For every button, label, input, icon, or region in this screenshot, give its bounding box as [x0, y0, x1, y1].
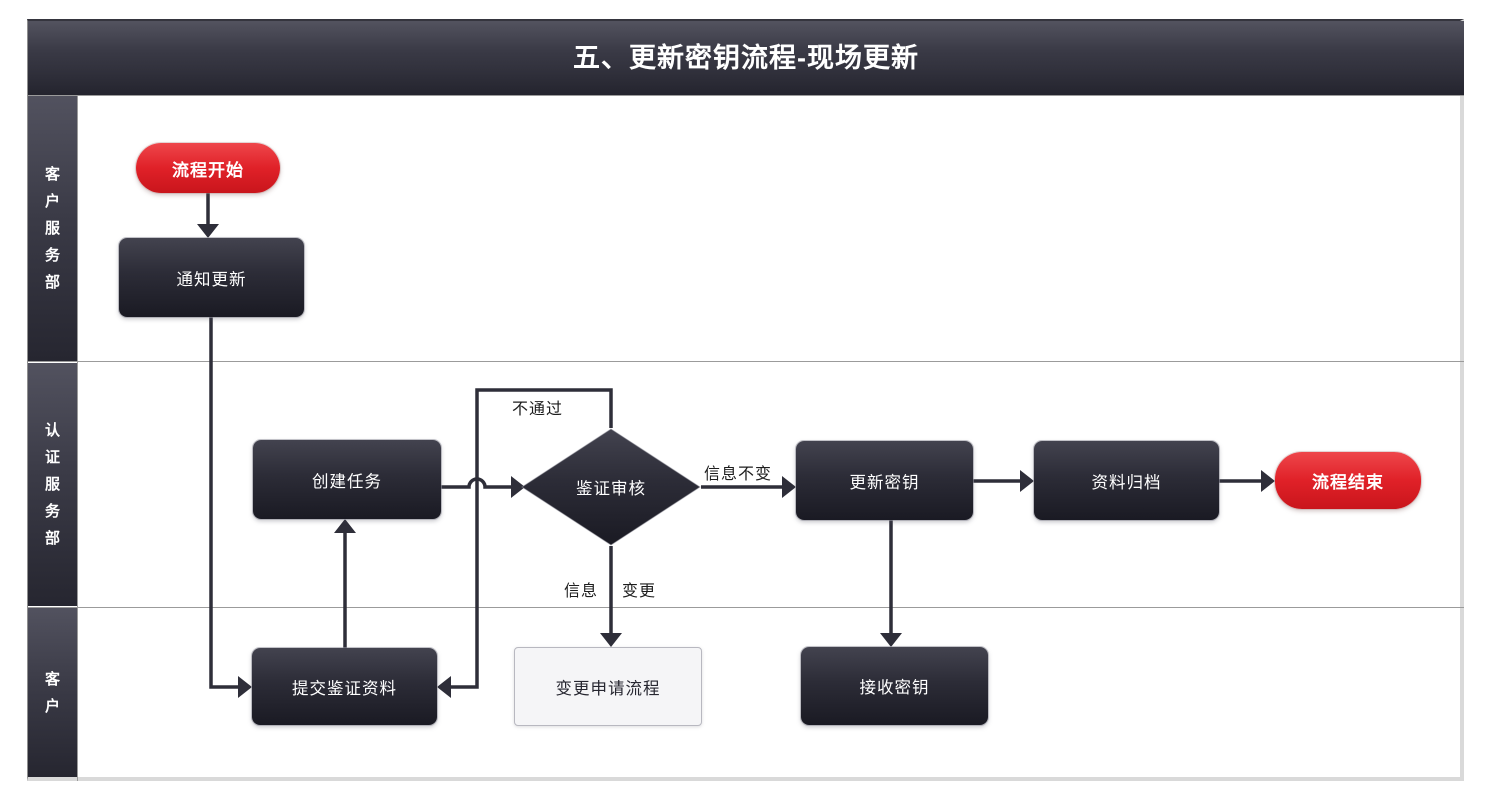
node-process-start: 流程开始	[136, 143, 280, 193]
lane-label-column-border	[77, 95, 78, 781]
node-review-decision: 鉴证审核	[521, 428, 701, 546]
node-submit-materials: 提交鉴证资料	[252, 648, 437, 725]
diagram-frame	[27, 19, 1464, 781]
lane-divider-header	[28, 95, 1464, 96]
edge-label-info-changed: 信息 变更	[564, 577, 656, 601]
diagram-title: 五、更新密钥流程-现场更新	[28, 21, 1464, 95]
node-change-request-process: 变更申请流程	[514, 647, 702, 726]
edge-label-info-changed-right: 变更	[621, 583, 656, 600]
node-archive: 资料归档	[1034, 441, 1219, 520]
node-update-key: 更新密钥	[796, 441, 973, 520]
node-process-end: 流程结束	[1275, 452, 1421, 509]
lane-divider-2	[28, 607, 1464, 608]
node-create-task: 创建任务	[253, 440, 441, 519]
node-notify-update: 通知更新	[119, 238, 304, 317]
node-receive-key: 接收密钥	[801, 647, 988, 725]
edge-label-info-unchanged: 信息不变	[704, 466, 773, 483]
lane-label-auth-service-dept: 认证服务部	[28, 363, 77, 606]
lane-divider-1	[28, 361, 1464, 362]
lane-label-customer: 客户	[28, 608, 77, 777]
lane-label-customer-service-dept: 客户服务部	[28, 96, 77, 361]
edge-label-info-changed-left: 信息	[564, 583, 599, 600]
edge-label-not-pass: 不通过	[512, 401, 564, 418]
decision-label: 鉴证审核	[576, 480, 646, 498]
